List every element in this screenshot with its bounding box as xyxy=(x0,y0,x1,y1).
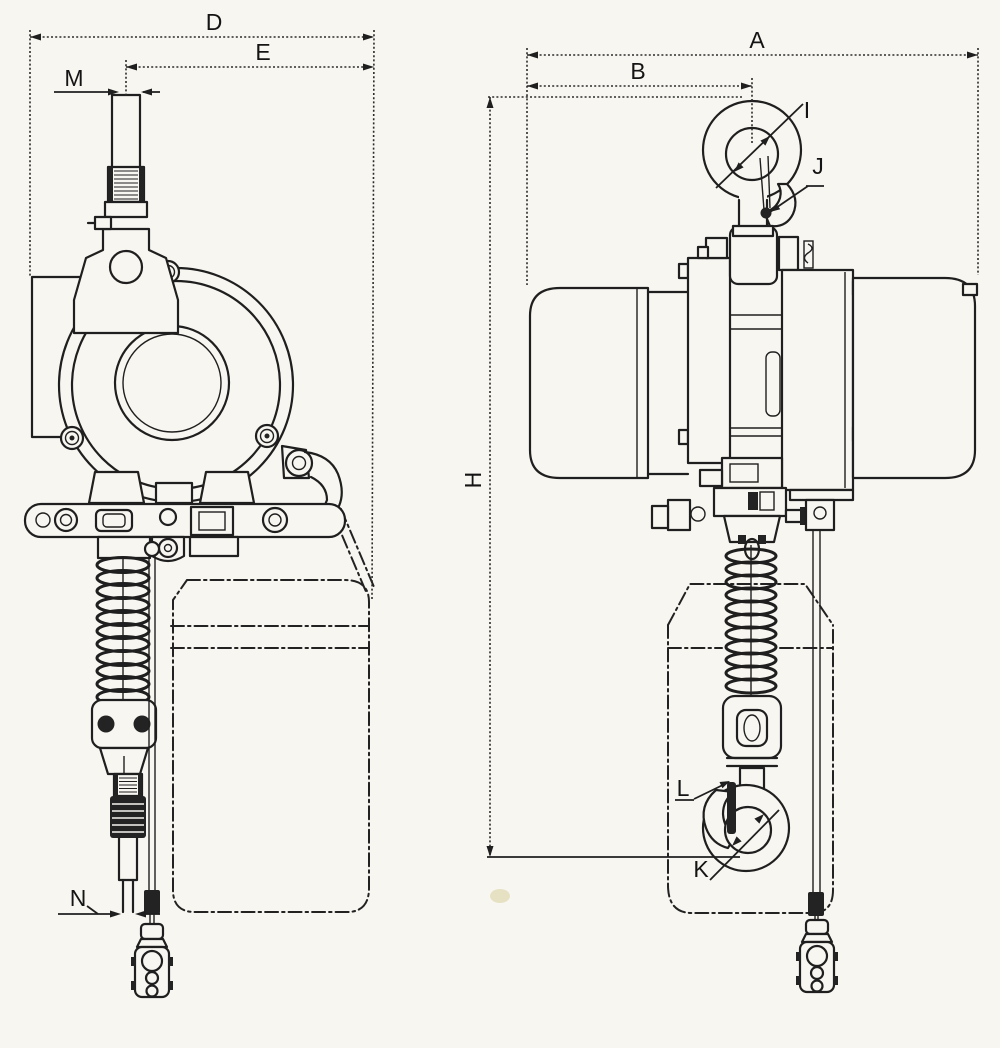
dim-label-d: D xyxy=(206,9,223,35)
suspension-bar xyxy=(23,502,347,563)
chain-guide-assembly xyxy=(650,456,816,561)
suspension-shaft xyxy=(86,93,149,231)
leader-k: K xyxy=(693,809,780,882)
left-view: D E M N xyxy=(23,9,375,999)
leader-l: L xyxy=(675,775,730,801)
dim-label-h: H xyxy=(460,472,486,489)
dim-label-i: I xyxy=(804,97,810,123)
housing-feet xyxy=(87,470,256,505)
dim-label-b: B xyxy=(630,58,645,84)
dimension-a: A xyxy=(526,27,979,285)
phantom-chain-container-left xyxy=(170,579,370,913)
load-spring xyxy=(724,545,778,696)
right-frame-block xyxy=(777,235,865,492)
cable-junction-box xyxy=(804,498,836,532)
left-frame-plate xyxy=(677,236,732,465)
pendant-control-left xyxy=(131,922,173,999)
dimension-n: N xyxy=(58,885,160,918)
chain-spring-assembly xyxy=(90,556,158,914)
dimension-d: D xyxy=(29,9,375,601)
leader-i: I xyxy=(715,97,810,189)
phantom-chain-container-right xyxy=(667,583,834,914)
cable-support-lever xyxy=(280,444,343,522)
bottom-hook xyxy=(701,766,791,873)
gear-housing-cylinder xyxy=(788,276,979,502)
swivel-block xyxy=(721,694,783,768)
paper-smudge xyxy=(490,889,510,903)
dim-label-n: N xyxy=(70,885,87,911)
lever-swing-phantom-lines xyxy=(332,508,375,595)
motor-cylinder xyxy=(528,286,690,480)
dim-label-e: E xyxy=(255,39,270,65)
right-view: A B H I J xyxy=(460,27,979,994)
dimension-h: H xyxy=(460,96,742,858)
leader-j: J xyxy=(769,153,824,213)
dim-label-a: A xyxy=(749,27,765,53)
dim-label-l: L xyxy=(677,775,690,801)
dim-label-j: J xyxy=(812,153,824,179)
pendant-cable-left xyxy=(143,540,161,924)
center-column xyxy=(728,225,782,437)
dimension-b: B xyxy=(527,58,753,145)
dimension-m: M xyxy=(54,65,160,96)
pendant-cable-right xyxy=(808,530,824,920)
dim-label-m: M xyxy=(64,65,83,91)
suspension-bracket xyxy=(72,227,180,335)
dimension-e: E xyxy=(125,39,374,96)
dim-label-k: K xyxy=(693,856,709,882)
pendant-control-right xyxy=(796,918,838,994)
